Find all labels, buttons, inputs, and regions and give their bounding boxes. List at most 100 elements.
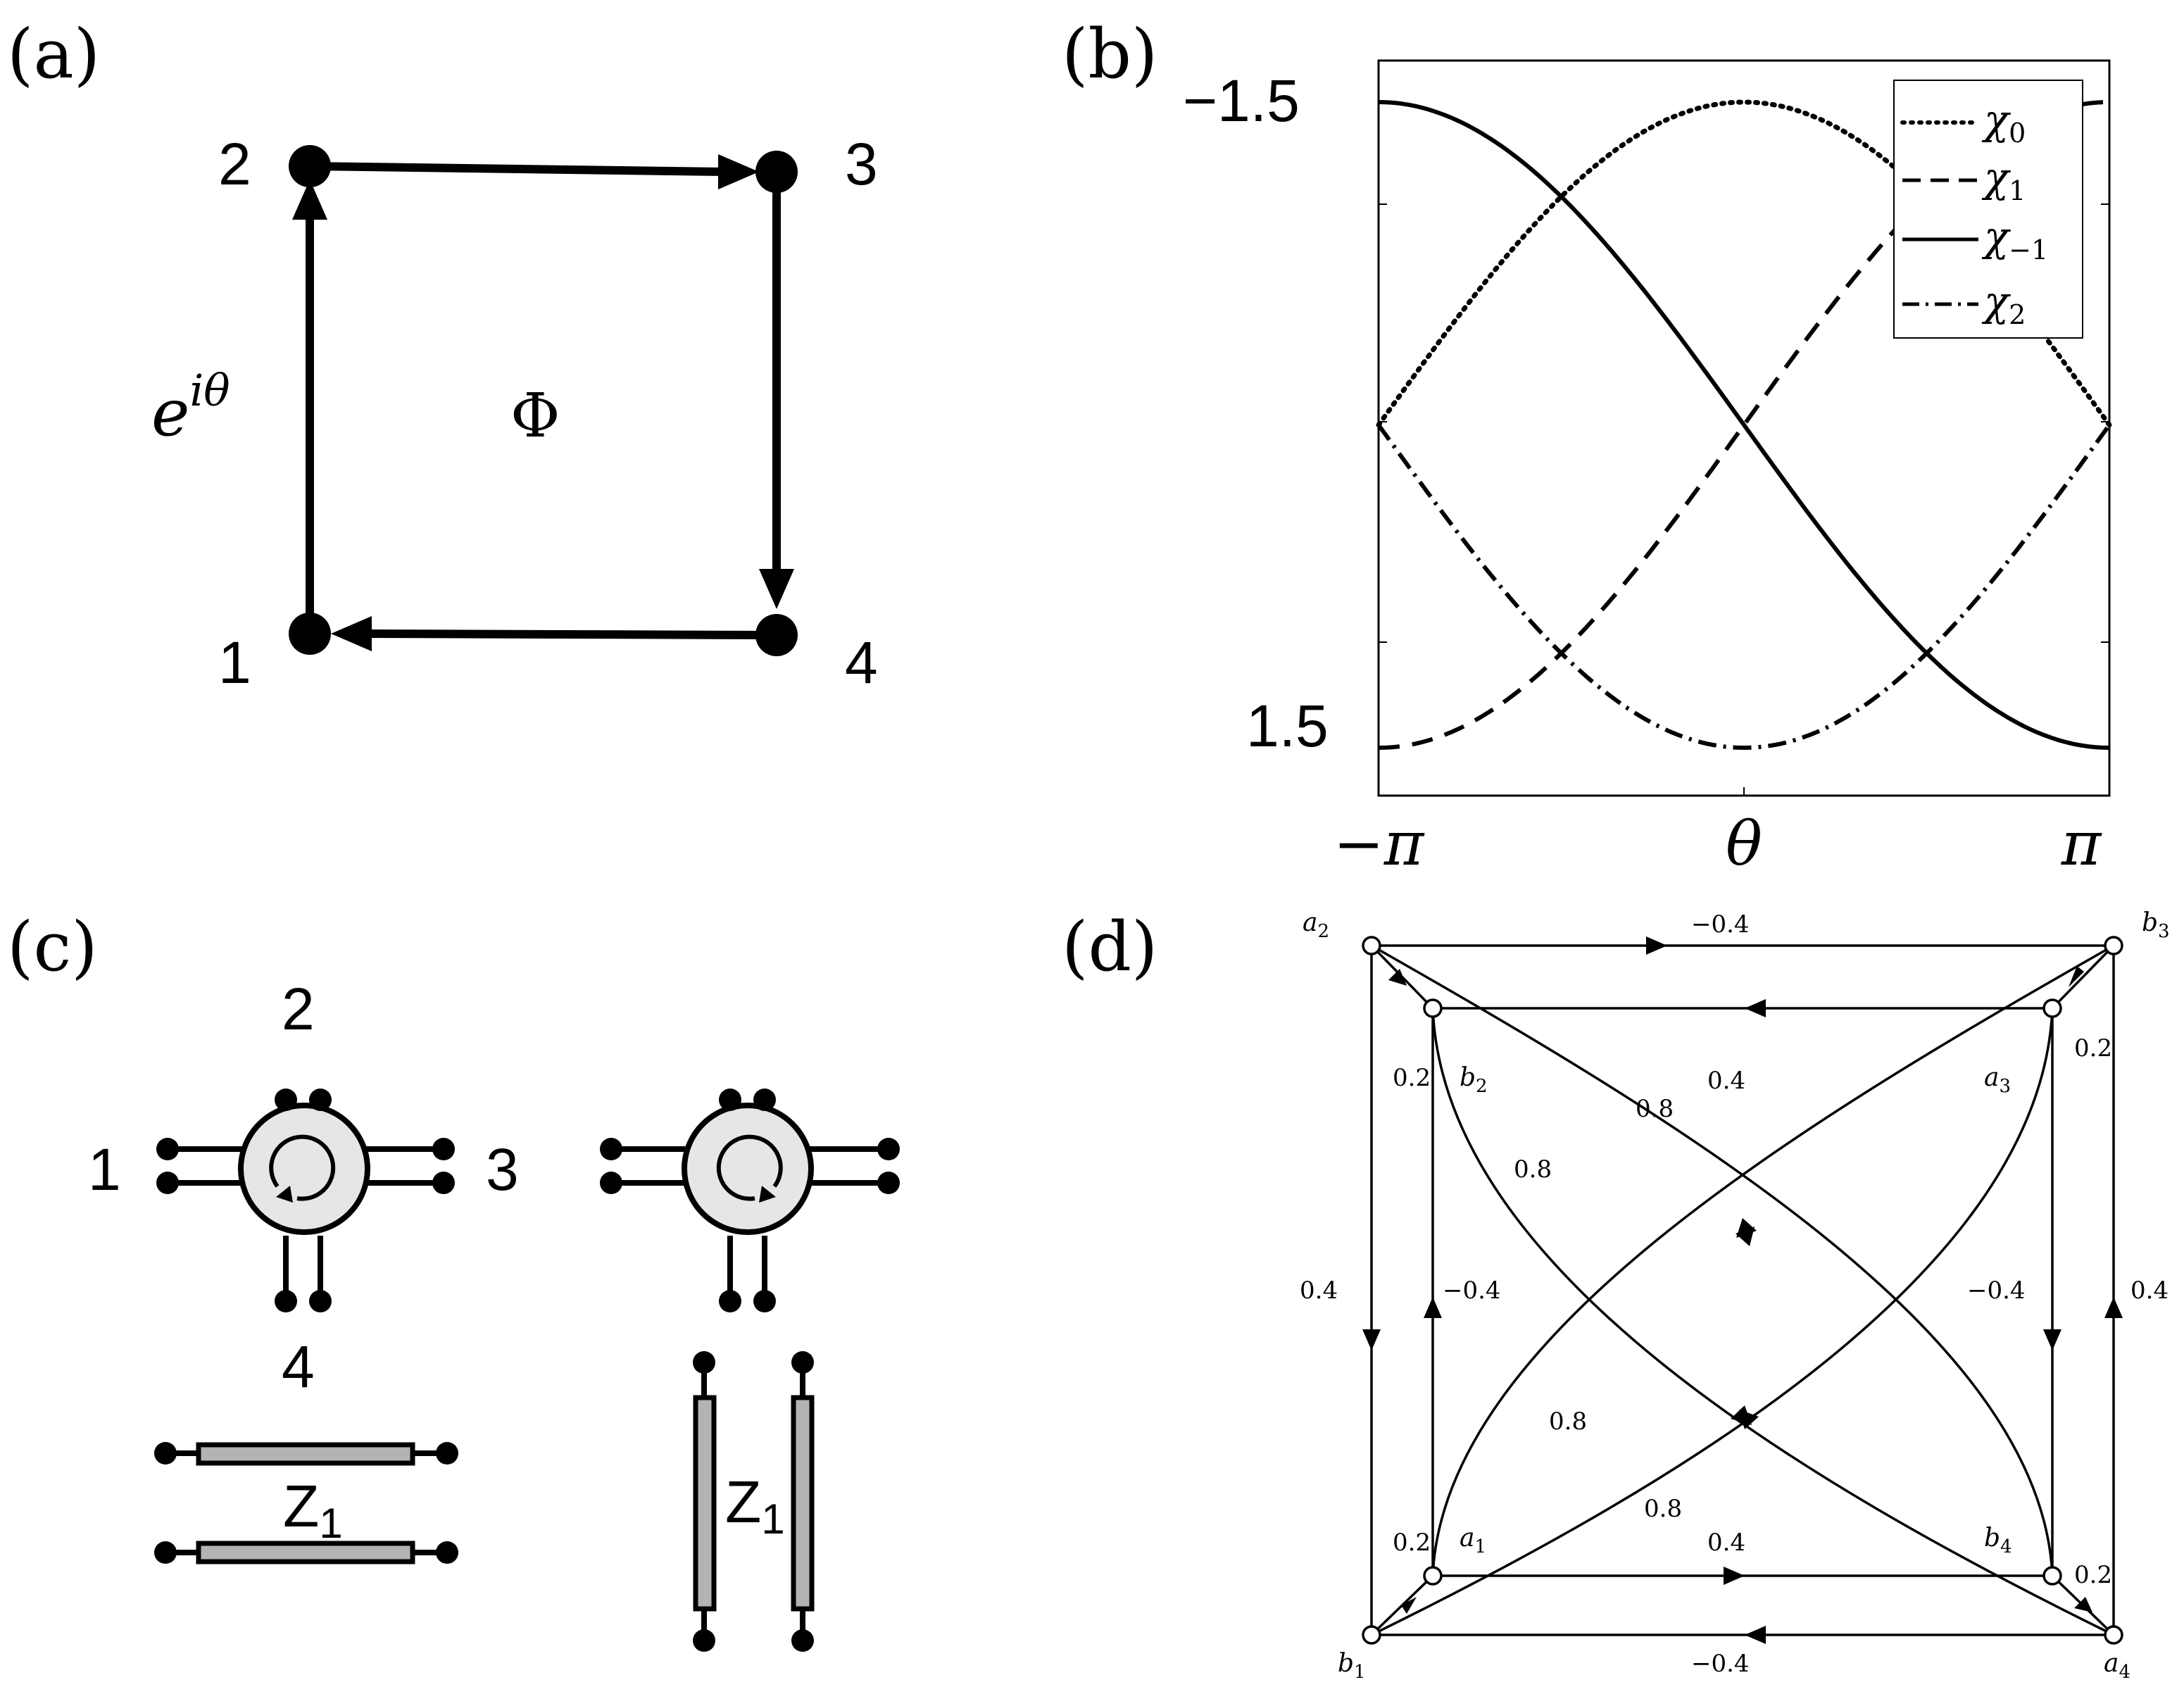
transmission-line-vertical <box>693 1351 815 1652</box>
node-b2 <box>1423 998 1443 1018</box>
arrow-corner-icon <box>1388 969 1407 986</box>
edge-label-top-outer: −0.4 <box>1691 910 1750 939</box>
panel-a-label: (a) <box>7 15 100 94</box>
node-label-1: 1 <box>218 629 251 696</box>
node-label-b4: b4 <box>1984 1524 2012 1557</box>
node-b3 <box>2104 936 2123 955</box>
node-label-a2: a2 <box>1303 908 1329 942</box>
flow-graph-nodes <box>1362 936 2123 1645</box>
x-tick-label-neg-pi: −π <box>1333 809 1425 879</box>
node-label-2: 2 <box>218 131 251 197</box>
node-label-a4: a4 <box>2104 1649 2130 1683</box>
node-label-a1: a1 <box>1460 1524 1486 1557</box>
port-label-1: 1 <box>88 1136 121 1203</box>
arrow-corner-icon <box>1401 1597 1417 1614</box>
legend-label-chi-1: χ1 <box>1981 153 2026 206</box>
circulator-right-terminals <box>600 1089 900 1312</box>
edge-label-diag-2: 0.8 <box>1514 1155 1552 1184</box>
series-chi-2-line <box>1376 423 2111 751</box>
impedance-label-horizontal: Z1 <box>283 1473 343 1547</box>
flow-graph-arrowheads <box>1362 936 2123 1644</box>
edge-phase-label: eiθ <box>151 365 230 451</box>
circulator-right <box>611 1098 889 1299</box>
node-b1 <box>1362 1625 1381 1645</box>
panel-a: (a) 1 2 3 4 eiθ Φ <box>7 15 878 696</box>
legend: χ0 χ1 χ−1 χ2 <box>1893 80 2083 339</box>
arrow-up-icon <box>1424 1297 1442 1318</box>
node-a4 <box>2104 1625 2123 1645</box>
x-axis-label-theta: θ <box>1726 809 1762 879</box>
edge-label-diag-3: 0.8 <box>1549 1407 1587 1436</box>
arrowhead-1-2-icon <box>292 180 327 220</box>
transmission-line-horizontal <box>154 1442 458 1564</box>
edge-label-bottom-outer: −0.4 <box>1691 1650 1750 1678</box>
node-b4 <box>2042 1566 2062 1586</box>
legend-label-chi-2: χ2 <box>1981 277 2026 330</box>
circulator-left <box>168 1098 444 1299</box>
edge-label-corner-bl: 0.2 <box>1393 1529 1431 1557</box>
flux-label: Φ <box>510 381 560 451</box>
arrow-up-icon <box>2104 1297 2123 1318</box>
series-chi-minus1-line <box>1378 100 2110 750</box>
arrowhead-3-4-icon <box>759 569 794 609</box>
y-axis-bottom-label: 1.5 <box>1246 693 1329 759</box>
node-label-a3: a3 <box>1984 1063 2011 1097</box>
node-a1 <box>1423 1566 1443 1586</box>
edge-label-right-inner: −0.4 <box>1967 1277 2026 1305</box>
edge-label-top-inner: 0.4 <box>1707 1067 1745 1095</box>
arrow-corner-icon <box>2069 966 2084 987</box>
node-1 <box>289 613 331 655</box>
node-label-3: 3 <box>845 131 878 197</box>
arrowhead-2-3-icon <box>718 154 759 189</box>
arrowhead-4-1-icon <box>331 616 372 651</box>
y-axis-top-label: −1.5 <box>1183 68 1300 134</box>
panel-d: (d) <box>1062 908 2170 1683</box>
edge-label-corner-tr: 0.2 <box>2074 1034 2112 1062</box>
edge-label-diag-1: 0.8 <box>1636 1095 1674 1123</box>
edge-4-1 <box>365 629 777 639</box>
circulator-left-terminals <box>156 1089 455 1312</box>
port-label-3: 3 <box>486 1136 519 1203</box>
panel-b: (b) χ0 χ1 χ−1 χ2 −1.5 1.5 −π <box>1062 15 2112 879</box>
flow-graph-node-labels: a2 b3 b2 a3 a1 b4 b1 a4 <box>1303 908 2170 1683</box>
arrow-right-icon <box>1646 936 1667 955</box>
arrow-diagonal-icon <box>1739 1410 1759 1429</box>
node-label-b2: b2 <box>1460 1063 1488 1097</box>
flow-graph-edges <box>1370 944 2115 1636</box>
node-a3 <box>2042 998 2062 1018</box>
port-label-4: 4 <box>282 1334 315 1400</box>
edge-2-3 <box>309 162 726 176</box>
node-label-b1: b1 <box>1338 1649 1366 1683</box>
arrow-left-icon <box>1745 999 1766 1017</box>
arrow-diagonal-icon <box>1736 1227 1755 1246</box>
arrow-left-icon <box>1745 1626 1766 1644</box>
panel-d-label: (d) <box>1062 908 1157 986</box>
panel-c-label: (c) <box>7 908 98 986</box>
node-label-4: 4 <box>845 629 878 696</box>
node-label-b3: b3 <box>2142 908 2170 942</box>
node-4 <box>755 614 798 656</box>
legend-label-chi-0: χ0 <box>1981 96 2026 149</box>
edge-label-diag-4: 0.8 <box>1644 1495 1682 1523</box>
edge-label-right-outer: 0.4 <box>2130 1277 2169 1305</box>
edge-label-corner-tl: 0.2 <box>1393 1064 1431 1092</box>
panel-c: (c) 2 1 3 4 <box>7 908 900 1652</box>
circulator-arrow-cw-icon <box>759 1186 776 1203</box>
legend-box <box>1893 80 2083 339</box>
edge-label-bottom-inner: 0.4 <box>1707 1529 1745 1557</box>
node-3 <box>755 151 798 193</box>
flow-graph-edge-labels: −0.4 0.4 0.4 −0.4 −0.4 0.4 0.4 −0.4 0.2 … <box>1300 910 2169 1678</box>
node-a2 <box>1362 936 1381 955</box>
panel-b-label: (b) <box>1062 15 1157 94</box>
node-2 <box>289 145 331 187</box>
edge-label-corner-br: 0.2 <box>2074 1561 2112 1589</box>
port-label-2: 2 <box>282 976 315 1042</box>
arrow-corner-icon <box>2074 1597 2092 1612</box>
arrow-down-icon <box>2043 1329 2061 1350</box>
edge-label-left-outer: 0.4 <box>1300 1277 1338 1305</box>
circulator-arrow-ccw-icon <box>276 1186 293 1203</box>
edge-label-left-inner: −0.4 <box>1443 1277 1501 1305</box>
impedance-label-vertical: Z1 <box>725 1469 785 1543</box>
arrow-down-icon <box>1362 1329 1381 1350</box>
